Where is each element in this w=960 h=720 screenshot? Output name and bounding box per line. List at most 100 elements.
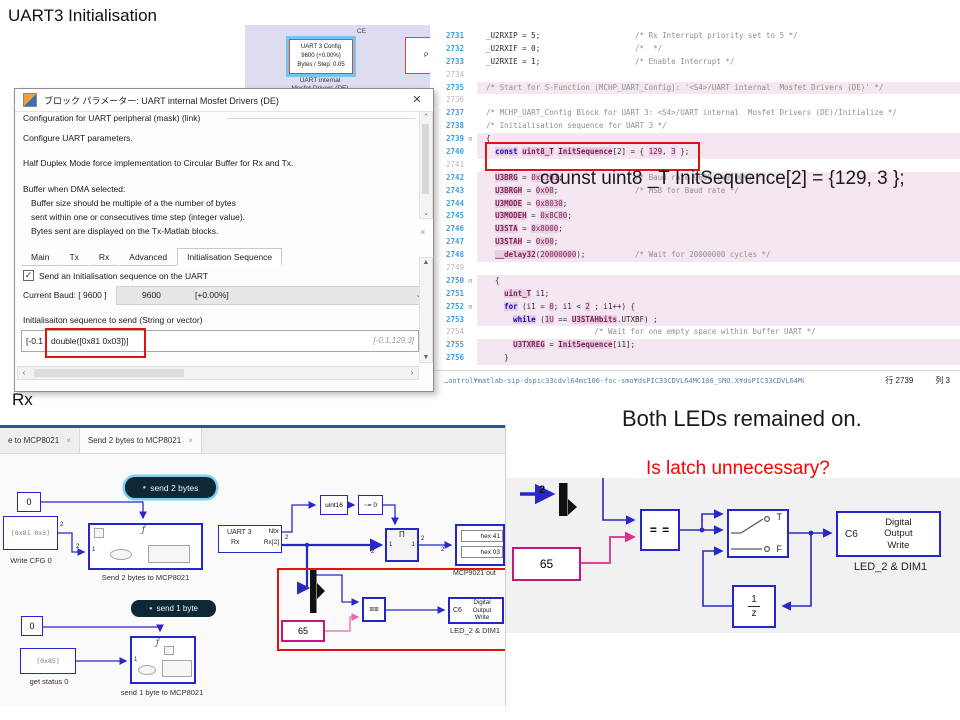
write-cfg-constant-block[interactable]: [0x81 0x3]: [3, 516, 58, 550]
no-latch-annotation-rect: [277, 568, 505, 651]
line-number: 2731: [445, 31, 464, 40]
fold-margin: [464, 326, 477, 339]
scroll-up-icon[interactable]: ⌃: [423, 114, 429, 121]
get-status-label: get status 0: [29, 677, 69, 686]
dialog-vscrollbar-bottom[interactable]: ▲ ▼: [419, 257, 433, 363]
scroll-right-icon[interactable]: ›: [410, 368, 414, 377]
constant-65-block[interactable]: 65: [281, 620, 325, 642]
code-line: 2744 U3MODE = 0x8030;: [430, 197, 960, 211]
port-label: 2: [441, 547, 445, 553]
constant-zero-block[interactable]: 0: [17, 492, 41, 512]
get-status-constant-block[interactable]: [0x85]: [20, 648, 76, 674]
partial-block[interactable]: P: [405, 37, 430, 74]
dialog-titlebar[interactable]: ブロック パラメーター: UART internal Mosfet Driver…: [15, 89, 433, 112]
dialog-desc-mask: Configuration for UART peripheral (mask)…: [23, 113, 201, 123]
uart3-rx-block[interactable]: UART 3 Rx Nbr Rx[2]: [218, 525, 282, 553]
scroll-left-icon[interactable]: ‹: [22, 368, 26, 377]
tab-close-icon[interactable]: ×: [66, 436, 71, 445]
scroll-up-icon[interactable]: ▲: [422, 259, 430, 266]
port-label: 1: [134, 657, 138, 663]
digital-output-write-block[interactable]: C6 Digital Output Write: [836, 511, 941, 557]
close-icon[interactable]: ✕: [412, 94, 422, 106]
file-path: …ontrol¥matlab-sip-dspic33cdvl64mc106-fo…: [444, 376, 804, 385]
line-number: 2739: [445, 134, 464, 144]
send-1-byte-subsystem[interactable]: ƒ 1: [130, 636, 196, 684]
init-sequence-input[interactable]: [-0.1 double([0x81 0x03])] [-0.1,129,3]: [21, 328, 419, 358]
code-lines: 2731 _U2RXIP = 5; /* Rx Interrupt priori…: [430, 30, 960, 366]
equals-block[interactable]: = =: [640, 509, 680, 551]
fold-icon[interactable]: ⊟: [468, 302, 473, 311]
model-tab[interactable]: Send 2 bytes to MCP8021×: [79, 428, 202, 453]
block-parameters-icon: [23, 93, 37, 107]
tab-close-icon[interactable]: ×: [188, 436, 193, 445]
code-line: 2735 /* Start for S-Function (MCHP_UART_…: [430, 81, 960, 95]
port-label: 2: [421, 536, 425, 542]
button-led-icon: ●: [142, 484, 147, 491]
fold-margin: [464, 120, 477, 133]
uart3-config-block[interactable]: UART 3 Config 9600 (+0.00%) Bytes / Step…: [289, 39, 353, 74]
fold-icon[interactable]: ⊟: [468, 276, 473, 285]
dialog-title: ブロック パラメーター: UART internal Mosfet Driver…: [44, 95, 279, 106]
code-line: 2736: [430, 94, 960, 107]
checkbox-checked-icon[interactable]: ✓: [23, 270, 34, 281]
fold-margin: [464, 198, 477, 211]
code-editor[interactable]: 2731 _U2RXIP = 5; /* Rx Interrupt priori…: [430, 25, 960, 390]
constant-zero-block[interactable]: 0: [21, 616, 43, 636]
fraction-bar: [748, 606, 760, 607]
uint16-cast-block[interactable]: uint16: [320, 495, 348, 515]
send-2-bytes-subsystem[interactable]: ƒ 1: [88, 523, 203, 570]
vscroll-thumb[interactable]: [422, 124, 429, 194]
constant-65-block[interactable]: 65: [512, 547, 581, 581]
model-tab-label: e to MCP8021: [8, 436, 60, 445]
hex41-display: hex 41: [461, 530, 503, 542]
dialog-tab-initialisation-sequence[interactable]: Initialisation Sequence: [177, 248, 283, 266]
dialog-vscrollbar-top[interactable]: ⌃ ⌄: [419, 111, 433, 219]
code-line: 2742 U3BRG = 0xC161; /* Baud rate 9600 (…: [430, 171, 960, 185]
baud-dropdown[interactable]: 9600 [+0.00%] ⌄: [116, 286, 427, 305]
switch-block[interactable]: T F: [727, 509, 789, 558]
line-number: 2735: [445, 82, 464, 92]
digital-output-write-block[interactable]: C6 Digital Output Write: [448, 597, 504, 624]
send-1-byte-button[interactable]: ●send 1 byte: [131, 600, 216, 617]
chevron-down-icon[interactable]: ⌄: [415, 290, 422, 299]
dialog-tab-tx[interactable]: Tx: [59, 248, 89, 266]
fold-margin: [464, 43, 477, 56]
seq-value-main: double([0x81 0x03])]: [51, 336, 129, 346]
current-baud-label: Current Baud: [ 9600 ]: [23, 290, 107, 300]
dialog-tab-advanced[interactable]: Advanced: [119, 248, 178, 266]
panel-close-icon[interactable]: ×: [420, 227, 426, 237]
dialog-tab-rx[interactable]: Rx: [88, 248, 120, 266]
false-port-label: F: [776, 544, 783, 554]
dialog-hscrollbar[interactable]: ‹ ›: [17, 366, 419, 380]
code-line: 2754 /* Wait for one empty space within …: [430, 326, 960, 339]
fold-margin: [464, 288, 477, 301]
slide-title: UART3 Initialisation: [8, 6, 157, 25]
baud-percent: [+0.00%]: [195, 290, 229, 300]
enabled-subsystem-block[interactable]: Π 1 1: [385, 528, 419, 562]
scroll-down-icon[interactable]: ⌄: [423, 210, 429, 217]
line-number: 2742: [445, 172, 464, 182]
compare-to-zero-block[interactable]: ~= 0: [358, 495, 383, 515]
seq-evaluated-hint: [-0.1,129,3]: [373, 336, 414, 345]
equals-block[interactable]: ==: [362, 597, 386, 622]
scroll-down-icon[interactable]: ▼: [422, 354, 430, 361]
fold-icon[interactable]: ⊟: [468, 135, 473, 144]
port-label: 2: [299, 586, 303, 592]
model-tab[interactable]: e to MCP8021 ×: [0, 428, 80, 453]
init-seq-checkbox-row[interactable]: ✓ Send an Initialisation sequence on the…: [23, 270, 208, 281]
port-label: 1: [389, 542, 393, 548]
true-port-label: T: [776, 512, 783, 522]
line-number: 2750: [445, 275, 464, 285]
led2-dim1-label: LED_2 & DIM1: [853, 561, 928, 573]
hscroll-thumb[interactable]: [34, 369, 184, 377]
annotation-both-leds: Both LEDs remained on.: [622, 406, 862, 431]
display-container[interactable]: hex 41 hex 03: [455, 524, 505, 566]
dialog-desc-dma: Buffer when DMA selected:: [23, 184, 126, 194]
block-parameters-dialog[interactable]: ブロック パラメーター: UART internal Mosfet Driver…: [14, 88, 434, 392]
code-line: 2746 U3STA = 0x8000;: [430, 223, 960, 237]
unit-delay-block[interactable]: 1 z: [732, 585, 776, 628]
subsystem-thumbnail: [138, 665, 156, 675]
send-2-bytes-button[interactable]: ●send 2 bytes: [125, 477, 216, 498]
dialog-tab-main[interactable]: Main: [21, 248, 60, 266]
